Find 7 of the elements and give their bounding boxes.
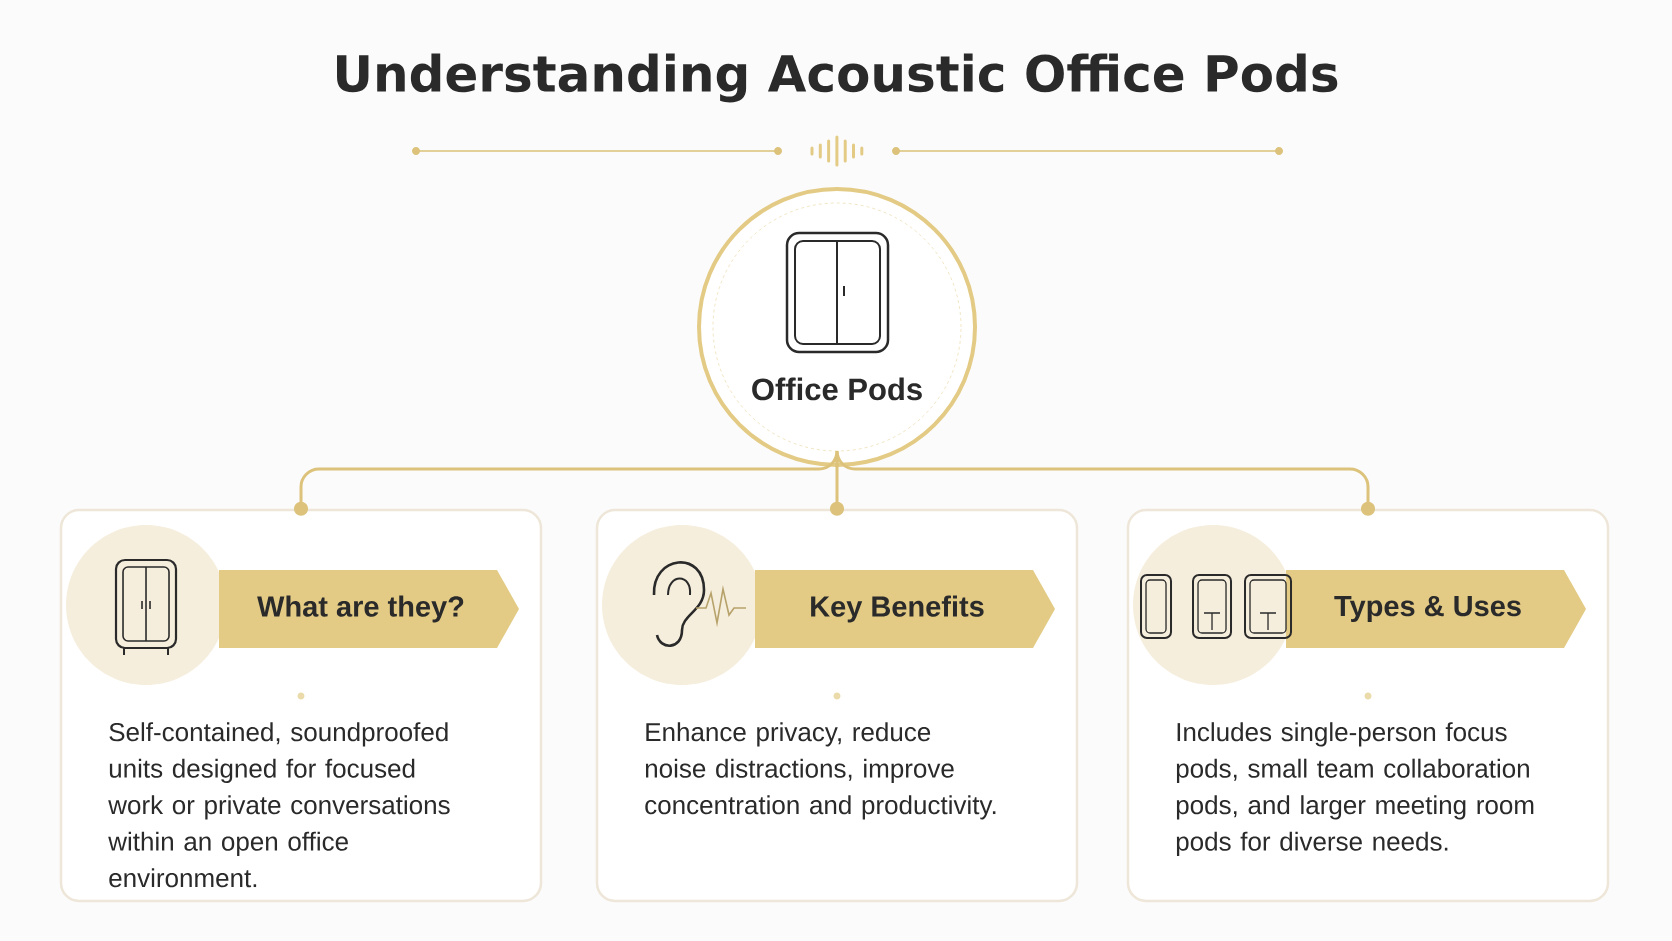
connector	[830, 467, 844, 516]
connector	[835, 449, 1375, 516]
connector	[294, 449, 839, 516]
card: Types & Uses Includes single-person focus pods, small team collaboration pods, and larger meeting room pods for diverse needs.	[1126, 508, 1610, 903]
card: Key Benefits Enhance privacy, reduce noise distractions, improve concentration and productivity.	[595, 508, 1079, 903]
title: Understanding Acoustic Office Pods	[337, 53, 1338, 103]
card: What are they? Self-contained, soundproofed units designed for focused work or private conversations within an open office environment.	[59, 508, 543, 903]
